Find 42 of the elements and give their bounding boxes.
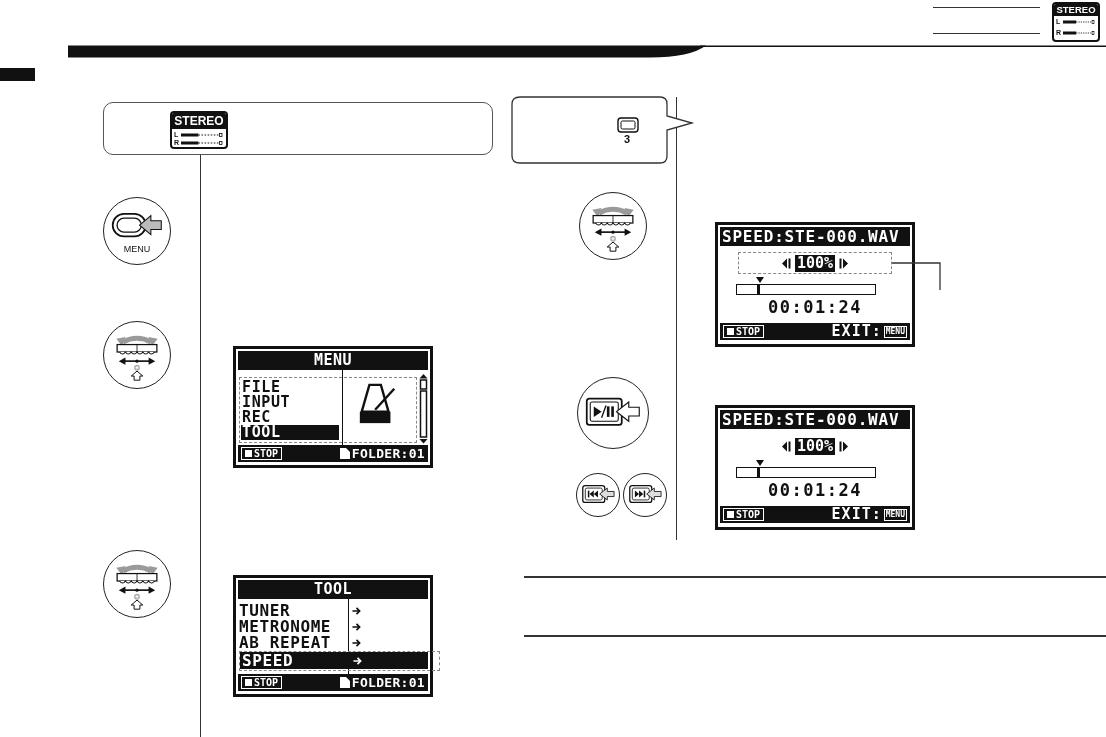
button-number: 3: [624, 133, 631, 146]
stop-button: STOP: [241, 447, 283, 460]
mode-badge: [170, 111, 228, 149]
screen-title-bar: MENU: [238, 351, 428, 370]
menu-key: MENU: [883, 508, 907, 521]
selection-frame: [738, 252, 892, 274]
stop-button: STOP: [723, 508, 765, 521]
screen-title-bar: TOOL: [238, 580, 428, 599]
menu-item: INPUT: [241, 395, 291, 410]
badge-title: STEREO: [1054, 4, 1098, 16]
menu-item: SPEED: [242, 652, 294, 669]
menu-item: AB REPEAT: [239, 635, 332, 651]
badge-title: STEREO: [172, 113, 226, 129]
screen-title-bar: SPEED:STE-000.WAV: [720, 410, 910, 429]
time-readout: 00:01:24: [768, 481, 862, 499]
menu-item: REC: [241, 410, 271, 425]
menu-item: FILE: [241, 380, 281, 395]
value-readout: 100%: [794, 254, 836, 272]
info-panel: [103, 102, 493, 155]
stop-button: STOP: [723, 325, 765, 338]
leader-line: [891, 262, 941, 291]
time-readout: 00:01:24: [768, 298, 862, 316]
folder-label: FOLDER:01: [351, 675, 425, 690]
menu-item: TUNER: [239, 603, 291, 619]
value-readout: 100%: [794, 437, 836, 455]
selected-menu-item: TOOL: [241, 425, 339, 440]
lcd-screen: [715, 405, 915, 530]
folder-label: FOLDER:01: [351, 446, 425, 461]
selection-frame: [239, 377, 417, 443]
speech-bubble: [511, 96, 693, 164]
exit-label: EXIT:: [831, 323, 882, 340]
menu-item: METRONOME: [239, 619, 332, 635]
button-label: MENU: [123, 244, 151, 254]
callout-circle: [576, 473, 620, 517]
screen-title-bar: SPEED:STE-000.WAV: [720, 227, 910, 246]
lcd-screen: [233, 346, 433, 468]
stop-button: STOP: [241, 676, 283, 689]
callout-circle: [623, 473, 667, 517]
mode-badge: [1052, 2, 1100, 42]
lcd-screen: [715, 222, 915, 347]
menu-key: MENU: [883, 325, 907, 338]
exit-label: EXIT:: [831, 506, 882, 523]
